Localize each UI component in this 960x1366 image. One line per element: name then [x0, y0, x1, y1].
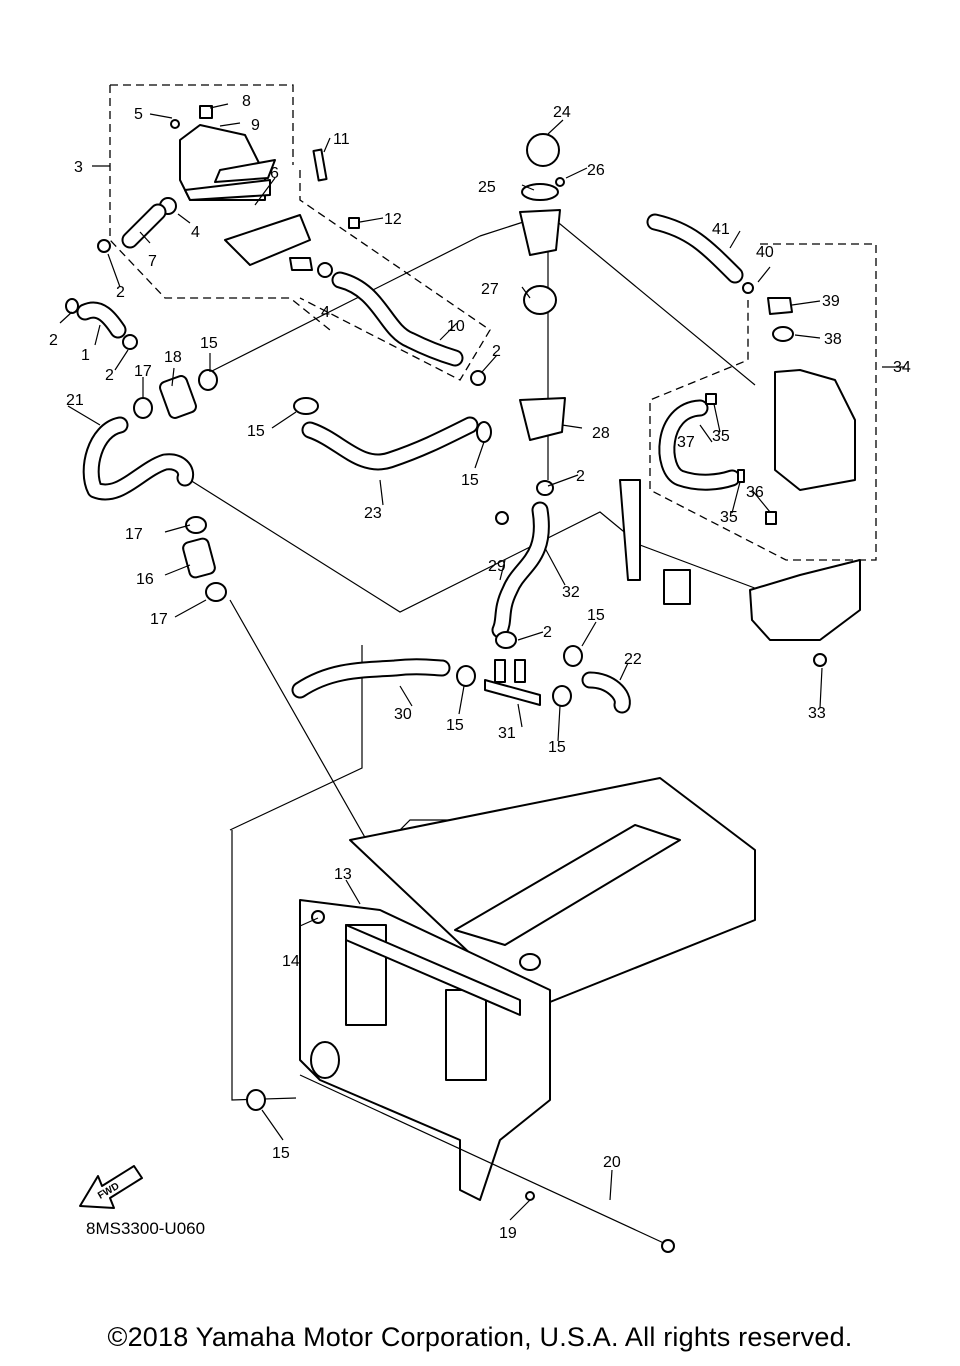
callout-22: 22 — [624, 651, 642, 668]
callout-4: 4 — [191, 224, 200, 241]
callout-32: 32 — [562, 584, 580, 601]
callout-24: 24 — [553, 104, 571, 121]
copyright-notice: ©2018 Yamaha Motor Corporation, U.S.A. A… — [107, 1322, 853, 1352]
reservoir-assembly — [97, 105, 360, 278]
callout-31: 31 — [498, 725, 516, 742]
callout-19: 19 — [499, 1225, 517, 1242]
callout-2: 2 — [49, 332, 58, 349]
callout-9: 9 — [251, 117, 260, 134]
callout-30: 30 — [394, 706, 412, 723]
callout-15: 15 — [272, 1145, 290, 1162]
callout-3: 3 — [74, 159, 83, 176]
fwd-arrow-icon: FWD — [79, 1165, 143, 1209]
callout-18: 18 — [164, 349, 182, 366]
callout-4: 4 — [321, 304, 330, 321]
callout-14: 14 — [282, 953, 300, 970]
hoses — [76, 203, 744, 714]
callout-15: 15 — [587, 607, 605, 624]
callout-1: 1 — [81, 347, 90, 364]
callout-38: 38 — [824, 331, 842, 348]
callout-35: 35 — [720, 509, 738, 526]
callout-15: 15 — [200, 335, 218, 352]
callout-27: 27 — [481, 281, 499, 298]
callout-28: 28 — [592, 425, 610, 442]
leader-lines — [59, 103, 905, 1221]
callout-21: 21 — [66, 392, 84, 409]
callout-29: 29 — [488, 558, 506, 575]
callout-2: 2 — [543, 624, 552, 641]
callout-labels: 1 2 2 2 2 2 2 3 4 4 5 6 7 8 9 10 11 12 1… — [49, 93, 911, 1242]
callout-16: 16 — [136, 571, 154, 588]
callout-37: 37 — [677, 434, 695, 451]
callout-36: 36 — [746, 484, 764, 501]
callout-15: 15 — [247, 423, 265, 440]
callout-25: 25 — [478, 179, 496, 196]
callout-6: 6 — [270, 165, 279, 182]
callout-15: 15 — [461, 472, 479, 489]
callout-2: 2 — [492, 343, 501, 360]
callout-20: 20 — [603, 1154, 621, 1171]
callout-12: 12 — [384, 211, 402, 228]
callout-23: 23 — [364, 505, 382, 522]
group-box-tank-right — [649, 243, 877, 561]
callout-11: 11 — [333, 131, 350, 148]
callout-26: 26 — [587, 162, 605, 179]
callout-34: 34 — [893, 359, 911, 376]
callout-2: 2 — [576, 468, 585, 485]
callout-2: 2 — [116, 284, 125, 301]
callout-17: 17 — [125, 526, 143, 543]
callout-15: 15 — [446, 717, 464, 734]
callout-10: 10 — [447, 318, 465, 335]
callout-5: 5 — [134, 106, 143, 123]
callout-15: 15 — [548, 739, 566, 756]
callout-40: 40 — [756, 244, 774, 261]
callout-8: 8 — [242, 93, 251, 110]
callout-7: 7 — [148, 253, 157, 270]
radiator-frame — [246, 777, 756, 1253]
callout-33: 33 — [808, 705, 826, 722]
diagram-code: 8MS3300-U060 — [86, 1219, 206, 1238]
callout-41: 41 — [712, 221, 730, 238]
callout-2: 2 — [105, 367, 114, 384]
callout-13: 13 — [334, 866, 352, 883]
callout-35: 35 — [712, 428, 730, 445]
callout-39: 39 — [822, 293, 840, 310]
group-box-reservoir-left — [109, 84, 491, 381]
callout-17: 17 — [134, 363, 152, 380]
callout-17: 17 — [150, 611, 168, 628]
